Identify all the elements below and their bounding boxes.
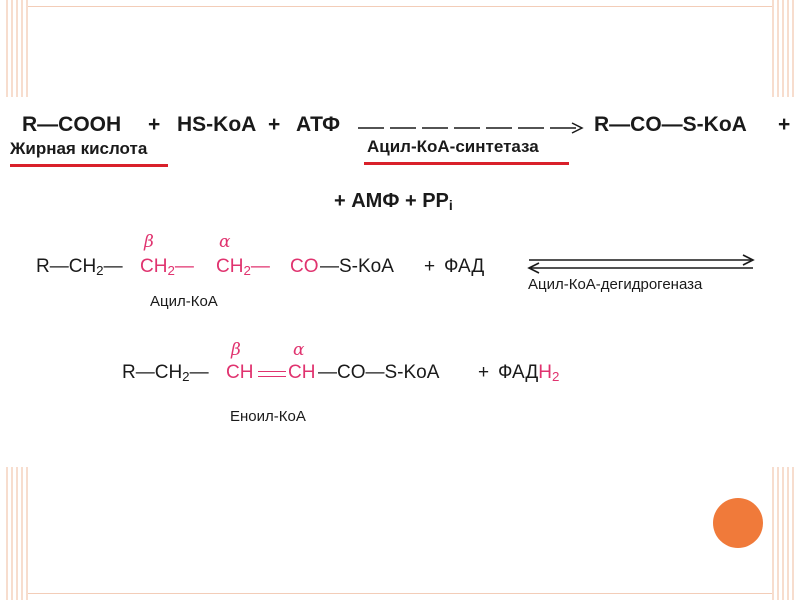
plus-sign: +: [424, 256, 436, 277]
plus-sign: +: [268, 113, 281, 136]
plus-sign: +: [148, 113, 161, 136]
alpha-label: α: [219, 232, 231, 252]
products-amf-pp: + АМФ + PPi: [334, 190, 453, 213]
slide-frame-top: [28, 6, 772, 7]
equilibrium-arrow: [527, 254, 755, 274]
fadh2: ФАДH2: [498, 362, 560, 384]
beta-label: β: [144, 232, 154, 252]
label-enoyl-koa: Еноил-КоА: [230, 408, 306, 425]
reaction-arrow: [358, 122, 584, 134]
plus-sign: +: [778, 113, 791, 136]
decorative-circle-icon: [713, 498, 763, 548]
alpha-ch-group: CH: [288, 362, 316, 383]
slide-frame-bottom: [28, 593, 772, 594]
fad: ФАД: [444, 256, 485, 277]
underline-fatty-acid: [10, 164, 168, 167]
r-ch2-group: R—CH2—: [122, 362, 209, 384]
reactant-atf: АТФ: [296, 113, 341, 136]
plus-sign: +: [478, 362, 490, 383]
label-acyl-koa: Ацил-КоА: [150, 293, 218, 310]
label-enzyme-synthetase: Ацил-КоА-синтетаза: [367, 137, 539, 156]
co-group: CO: [290, 256, 319, 277]
co-s-koa-group: —CO—S-KoA: [318, 362, 440, 383]
label-fatty-acid: Жирная кислота: [10, 139, 148, 158]
beta-ch2-group: CH2—: [140, 256, 194, 278]
reactant-hs-koa: HS-KoA: [177, 113, 257, 136]
content-panel: [0, 97, 800, 467]
alpha-label: α: [293, 340, 305, 360]
underline-enzyme: [364, 162, 569, 165]
reactant-r-cooh: R—COOH: [22, 113, 122, 136]
double-bond: [258, 371, 286, 377]
beta-ch-group: CH: [226, 362, 254, 383]
r-ch2-group: R—CH2—: [36, 256, 123, 278]
label-enzyme-dehydrogenase: Ацил-КоА-дегидрогеназа: [528, 276, 703, 293]
product-acyl-s-koa: R—CO—S-KoA: [594, 113, 747, 136]
beta-label: β: [231, 340, 241, 360]
alpha-ch2-group: CH2—: [216, 256, 270, 278]
s-koa-group: —S-KoA: [320, 256, 394, 277]
